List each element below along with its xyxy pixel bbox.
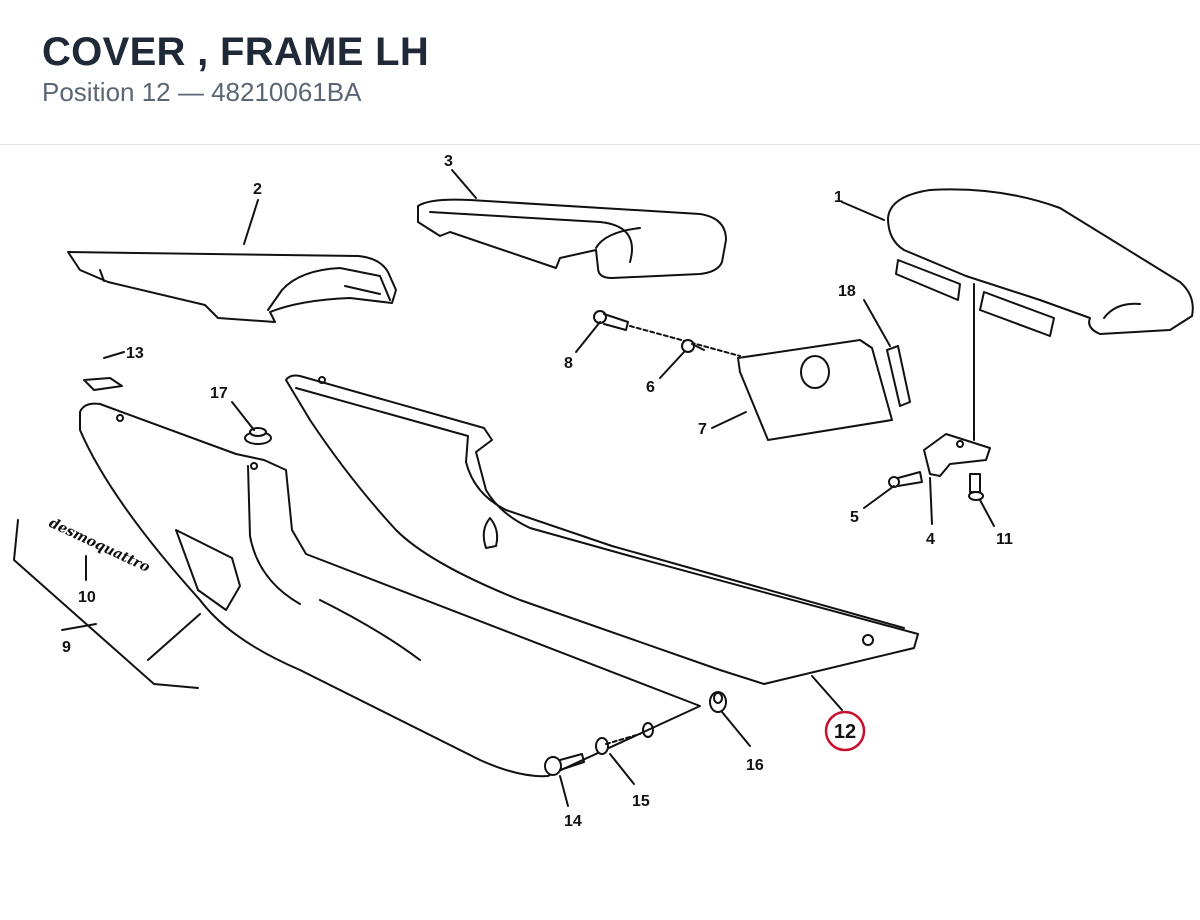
part-4-bracket[interactable] (923, 433, 991, 477)
part-15-washer[interactable] (595, 722, 654, 755)
callout-13[interactable]: 13 (126, 345, 144, 362)
callout-6[interactable]: 6 (646, 379, 655, 396)
callout-2[interactable]: 2 (253, 181, 262, 198)
callout-4[interactable]: 4 (926, 531, 935, 548)
callout-8[interactable]: 8 (564, 355, 573, 372)
part-3-seat-cowl[interactable] (417, 198, 727, 279)
part-16-spacer[interactable] (709, 691, 727, 713)
exploded-parts-diagram: desmoquattro 1 2 3 4 5 6 7 8 9 10 11 13 … (0, 146, 1200, 915)
callout-15[interactable]: 15 (632, 793, 650, 810)
part-subtitle: Position 12 — 48210061BA (42, 77, 362, 107)
callout-12-highlighted[interactable]: 12 (834, 721, 856, 743)
callout-1[interactable]: 1 (834, 189, 843, 206)
part-1-seat[interactable] (887, 188, 1194, 441)
callout-7[interactable]: 7 (698, 421, 707, 438)
callout-5[interactable]: 5 (850, 509, 859, 526)
callout-14[interactable]: 14 (564, 813, 582, 830)
callout-10[interactable]: 10 (78, 589, 96, 606)
part-2-tail-cover[interactable] (67, 251, 397, 323)
page-title: COVER , FRAME LH (42, 30, 430, 74)
part-5-bolt[interactable] (888, 471, 923, 488)
diagram-canvas: desmoquattro 1 2 3 4 5 6 7 8 9 10 11 13 … (13, 153, 1194, 830)
part-14-bolt[interactable] (544, 753, 585, 776)
part-17-grommet[interactable] (244, 427, 272, 445)
callout-3[interactable]: 3 (444, 153, 453, 170)
part-9-side-cover[interactable] (79, 402, 701, 778)
callout-16[interactable]: 16 (746, 757, 764, 774)
callout-17[interactable]: 17 (210, 385, 228, 402)
highlight-ring-12[interactable] (824, 710, 866, 752)
callout-9[interactable]: 9 (62, 639, 71, 656)
callout-18[interactable]: 18 (838, 283, 856, 300)
part-7-bracket[interactable] (737, 339, 893, 441)
callout-11[interactable]: 11 (996, 531, 1013, 548)
part-18-strip[interactable] (886, 345, 911, 407)
part-6-nut[interactable] (681, 339, 705, 353)
part-12-frame-cover-lh[interactable] (285, 374, 919, 685)
part-8-bolt[interactable] (593, 310, 741, 357)
part-11-bolt[interactable] (968, 473, 984, 501)
header: COVER , FRAME LH Position 12 — 48210061B… (0, 0, 1200, 145)
part-13-pad[interactable] (83, 377, 123, 391)
